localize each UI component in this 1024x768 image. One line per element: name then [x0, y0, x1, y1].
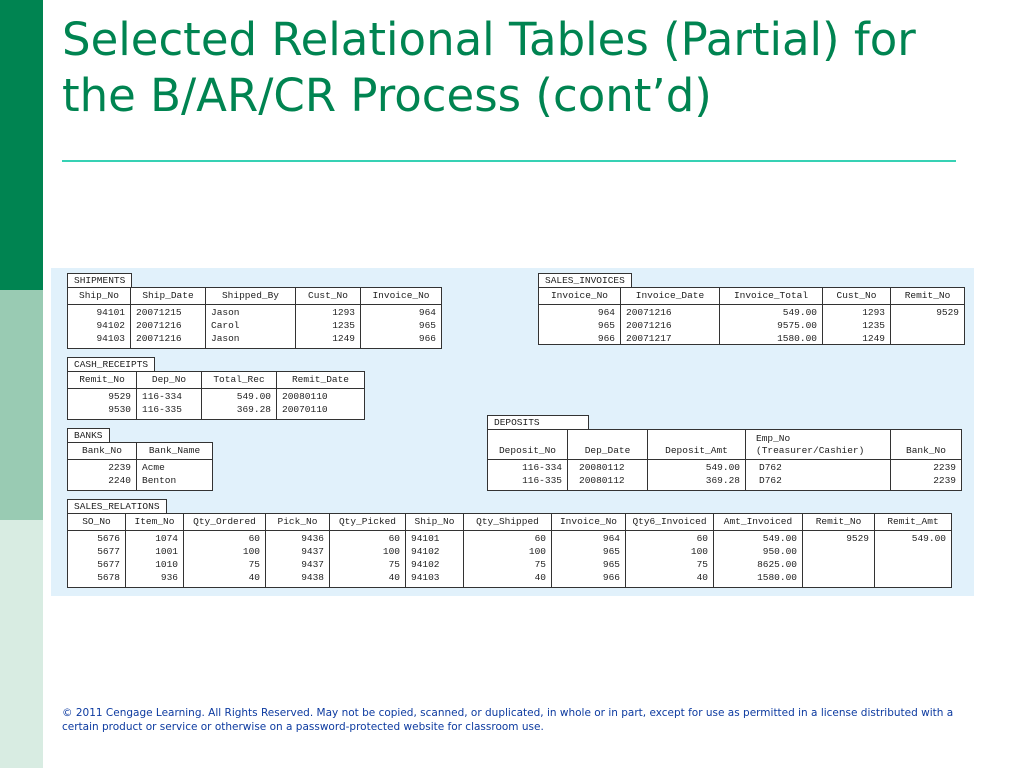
column-values: 116-334 116-335: [137, 389, 202, 419]
column-values: 1293 1235 1249: [823, 305, 891, 344]
copyright-notice: © 2011 Cengage Learning. All Rights Rese…: [62, 707, 954, 733]
table-name-label: SALES_RELATIONS: [67, 499, 167, 514]
accent-bar-bottom: [0, 520, 43, 768]
column-values: 549.00 950.00 8625.00 1580.00: [714, 531, 803, 587]
column-values: 20080110 20070110: [282, 391, 328, 415]
column-values: 60 100 75 40: [626, 531, 714, 587]
column-header: Bank_No: [891, 430, 961, 460]
column-header: Invoice_No: [552, 514, 626, 531]
column-header: Invoice_No: [361, 288, 441, 305]
column-header: Ship_No: [68, 288, 131, 305]
column-values: 116-334 116-335: [488, 460, 568, 490]
column-header: Cust_No: [823, 288, 891, 305]
column-values: 60 100 75 40: [464, 531, 552, 587]
column-header: Amt_Invoiced: [714, 514, 803, 531]
column-header: Dep_No: [137, 372, 202, 389]
column-values: 20071216 20071216 20071217: [621, 305, 720, 344]
column-values: 964 965 965 966: [552, 531, 626, 587]
column-values: 2239 2239: [933, 462, 956, 486]
column-values: 1074 1001 1010 936: [126, 531, 184, 587]
column-header: Ship_No: [406, 514, 464, 531]
column-header: Remit_Amt: [875, 514, 951, 531]
column-header: Cust_No: [296, 288, 361, 305]
column-header: Remit_Date: [277, 372, 364, 389]
column-header: Invoice_Total: [720, 288, 823, 305]
column-values: 94101 94102 94102 94103: [406, 531, 464, 587]
column-values: 20071215 20071216 20071216: [131, 305, 206, 348]
column-values: 549.00 9575.00 1580.00: [720, 305, 823, 344]
accent-bar-top: [0, 0, 43, 290]
table-name-label: DEPOSITS: [487, 415, 589, 430]
column-header: Invoice_Date: [621, 288, 720, 305]
column-values: 9529: [803, 531, 875, 587]
column-values: 2239 2240: [68, 460, 137, 490]
column-header: SO_No: [68, 514, 126, 531]
column-values: 60 100 75 40: [184, 531, 266, 587]
column-values: 9529 9530: [68, 389, 137, 419]
title-underline: [62, 160, 956, 162]
column-header: Invoice_No: [539, 288, 621, 305]
column-header: Remit_No: [68, 372, 137, 389]
column-values: 549.00 369.28: [648, 460, 746, 490]
column-header: Deposit_No: [488, 430, 568, 460]
column-header: Qty6_Invoiced: [626, 514, 714, 531]
column-header: Bank_Name: [137, 443, 212, 460]
column-values: D762 D762: [746, 460, 891, 490]
column-values: 9529: [936, 307, 959, 318]
column-header: Dep_Date: [568, 430, 648, 460]
column-header: Remit_No: [803, 514, 875, 531]
column-values: 549.00 369.28: [202, 389, 277, 419]
column-values: 964 965 966: [418, 307, 436, 344]
column-header: Qty_Shipped: [464, 514, 552, 531]
column-values: 5676 5677 5677 5678: [68, 531, 126, 587]
column-header: Qty_Picked: [330, 514, 406, 531]
column-values: 94101 94102 94103: [68, 305, 131, 348]
slide-title: Selected Relational Tables (Partial) for…: [62, 13, 916, 122]
column-values: Jason Carol Jason: [206, 305, 296, 348]
column-values: 60 100 75 40: [330, 531, 406, 587]
column-header: Deposit_Amt: [648, 430, 746, 460]
column-values: 20080112 20080112: [568, 460, 648, 490]
column-values: 9436 9437 9437 9438: [266, 531, 330, 587]
column-header: Emp_No (Treasurer/Cashier): [746, 430, 891, 460]
table-name-label: SALES_INVOICES: [538, 273, 632, 288]
column-header: Qty_Ordered: [184, 514, 266, 531]
tables-figure: SHIPMENTS Ship_No Ship_Date Shipped_By C…: [51, 268, 974, 596]
table-name-label: CASH_RECEIPTS: [67, 357, 156, 372]
accent-bar-middle: [0, 290, 43, 520]
column-header: Item_No: [126, 514, 184, 531]
column-values: 1293 1235 1249: [296, 305, 361, 348]
column-header: Pick_No: [266, 514, 330, 531]
column-header: Bank_No: [68, 443, 137, 460]
column-values: Acme Benton: [142, 462, 177, 486]
column-header: Shipped_By: [206, 288, 296, 305]
column-header: Ship_Date: [131, 288, 206, 305]
table-name-label: SHIPMENTS: [67, 273, 133, 288]
table-name-label: BANKS: [67, 428, 110, 443]
column-header: Remit_No: [891, 288, 964, 305]
column-values: 964 965 966: [539, 305, 621, 344]
column-values: 549.00: [911, 533, 946, 544]
column-header: Total_Rec: [202, 372, 277, 389]
